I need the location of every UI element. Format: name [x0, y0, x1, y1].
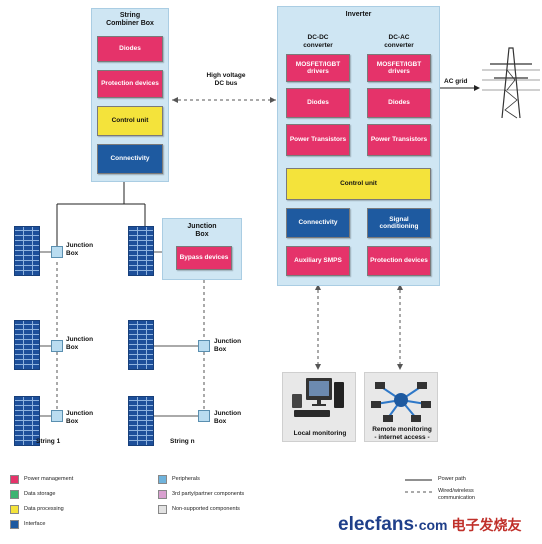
network-icon: [371, 382, 431, 422]
computer-icon: [292, 378, 344, 417]
dcac-mosfet-drivers: MOSFET/IGBT drivers: [367, 54, 431, 82]
ac-grid-label: AC grid: [444, 78, 468, 85]
dcac-diodes: Diodes: [367, 88, 431, 118]
inverter-auxiliary-smps: Auxiliary SMPS: [286, 246, 350, 276]
transmission-tower-icon: [482, 47, 540, 119]
junction-box-s1-bottom: [51, 410, 63, 422]
legend-data-processing: Data processing: [24, 506, 64, 512]
legend-swatch-power-management: [10, 475, 19, 484]
junction-label-s1-mid: Junction Box: [66, 336, 94, 351]
inverter-connectivity: Connectivity: [286, 208, 350, 238]
inverter-signal-conditioning: Signal conditioning: [367, 208, 431, 238]
dcac-converter-title: DC-AC converter: [384, 34, 414, 49]
dcac-power-transistors: Power Transistors: [367, 124, 431, 156]
legend-interface: Interface: [24, 521, 46, 527]
dcdc-diodes: Diodes: [286, 88, 350, 118]
watermark-domain: ·com: [414, 517, 448, 533]
legend-non-supported: Non-supported components: [172, 506, 240, 512]
junction-label-s1-bottom: Junction Box: [66, 410, 94, 425]
solar-panel-string1-bottom: [14, 396, 40, 446]
bypass-devices: Bypass devices: [176, 246, 232, 270]
legend-power-management: Power management: [24, 476, 74, 482]
junction-label-sn-mid: Junction Box: [214, 338, 242, 353]
elecfans-watermark-logo: elecfans ·com 电子发烧友: [338, 514, 538, 538]
junction-label-s1-top: Junction Box: [66, 242, 94, 257]
watermark-chinese: 电子发烧友: [451, 517, 522, 533]
junction-label-sn-bottom: Junction Box: [214, 410, 242, 425]
legend-swatch-non-supported: [158, 505, 167, 514]
combiner-control-unit: Control unit: [97, 106, 163, 136]
combiner-protection-devices: Protection devices: [97, 70, 163, 98]
legend-swatch-third-party: [158, 490, 167, 499]
dc-bus-label: High voltage DC bus: [206, 72, 246, 87]
string-1-label: String 1: [36, 438, 61, 445]
solar-panel-string1-top: [14, 226, 40, 276]
legend-peripherals: Peripherals: [172, 476, 200, 482]
legend-data-storage: Data storage: [24, 491, 56, 497]
junction-box-sn-bottom: [198, 410, 210, 422]
watermark-brand: elecfans: [338, 514, 415, 535]
string-n-label: String n: [170, 438, 195, 445]
dcdc-mosfet-drivers: MOSFET/IGBT drivers: [286, 54, 350, 82]
solar-panel-string1-mid: [14, 320, 40, 370]
junction-box-sn-mid: [198, 340, 210, 352]
combiner-diodes: Diodes: [97, 36, 163, 62]
junction-box-s1-top: [51, 246, 63, 258]
inverter-title: Inverter: [345, 11, 372, 18]
solar-panel-stringn-bottom: [128, 396, 154, 446]
combiner-connectivity: Connectivity: [97, 144, 163, 174]
junction-panel-title: Junction Box: [187, 223, 217, 238]
legend-wired-wireless: Wired/wireless communication: [438, 488, 475, 501]
dcdc-power-transistors: Power Transistors: [286, 124, 350, 156]
legend-swatch-data-processing: [10, 505, 19, 514]
legend-power-path: Power path: [438, 476, 466, 482]
legend-swatch-data-storage: [10, 490, 19, 499]
legend-swatch-peripherals: [158, 475, 167, 484]
junction-box-s1-mid: [51, 340, 63, 352]
remote-monitoring-label: Remote monitoring - internet access -: [372, 426, 432, 441]
solar-panel-stringn-top: [128, 226, 154, 276]
dcdc-converter-title: DC-DC converter: [303, 34, 333, 49]
inverter-control-unit: Control unit: [286, 168, 431, 200]
inverter-protection-devices: Protection devices: [367, 246, 431, 276]
legend-third-party: 3rd party/partner components: [172, 491, 245, 497]
combiner-title: String Combiner Box: [106, 12, 154, 27]
local-monitoring-label: Local monitoring: [293, 430, 347, 437]
legend-swatch-interface: [10, 520, 19, 529]
solar-panel-stringn-mid: [128, 320, 154, 370]
